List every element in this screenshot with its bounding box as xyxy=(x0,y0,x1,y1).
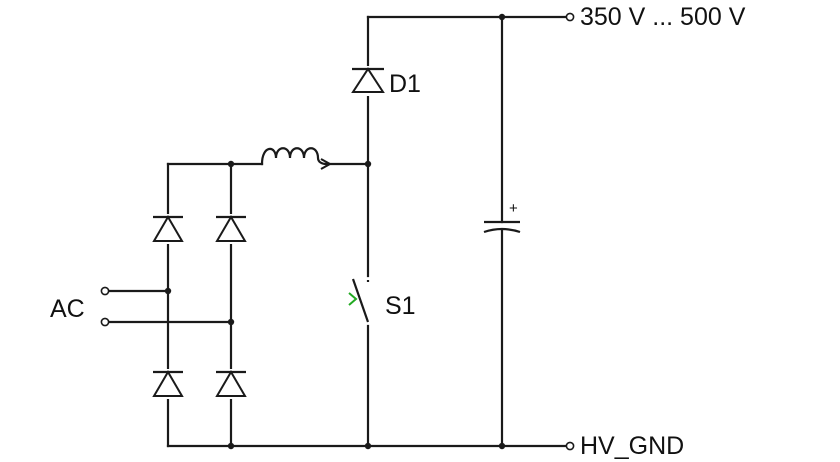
output-voltage-label: 350 V ... 500 V xyxy=(580,3,746,31)
ac-terminal-1 xyxy=(100,286,110,296)
output-capacitor xyxy=(483,13,521,450)
bridge-rectifier xyxy=(100,160,370,450)
junction-ac-2 xyxy=(227,318,235,326)
junction-ac-1 xyxy=(164,287,172,295)
junction-bridge-top xyxy=(227,160,235,168)
junction-switch-bottom xyxy=(364,442,372,450)
output-terminal-ground xyxy=(565,441,575,451)
junction-cap-bottom xyxy=(498,442,506,450)
bridge-diode-top-left xyxy=(152,214,184,244)
switch-label: S1 xyxy=(385,292,416,320)
boost-inductor xyxy=(260,147,370,170)
ground-label: HV_GND xyxy=(580,432,685,460)
ac-terminal-2 xyxy=(100,317,110,327)
bridge-diode-top-right xyxy=(215,214,247,244)
switch-actuator-icon xyxy=(348,292,358,306)
switch-s1 xyxy=(348,278,370,323)
junction-cap-top xyxy=(498,13,506,21)
bridge-diode-bottom-right xyxy=(215,369,247,399)
ac-input-label: AC xyxy=(50,295,85,323)
capacitor-polarity-label: + xyxy=(509,200,518,217)
output-terminal-positive xyxy=(565,12,575,22)
junction-switch-node xyxy=(364,160,372,168)
junction-bridge-bottom xyxy=(227,442,235,450)
bridge-diode-bottom-left xyxy=(152,369,184,399)
boost-branch xyxy=(348,15,568,450)
diode-d1 xyxy=(350,66,386,96)
diode-label: D1 xyxy=(389,70,421,98)
